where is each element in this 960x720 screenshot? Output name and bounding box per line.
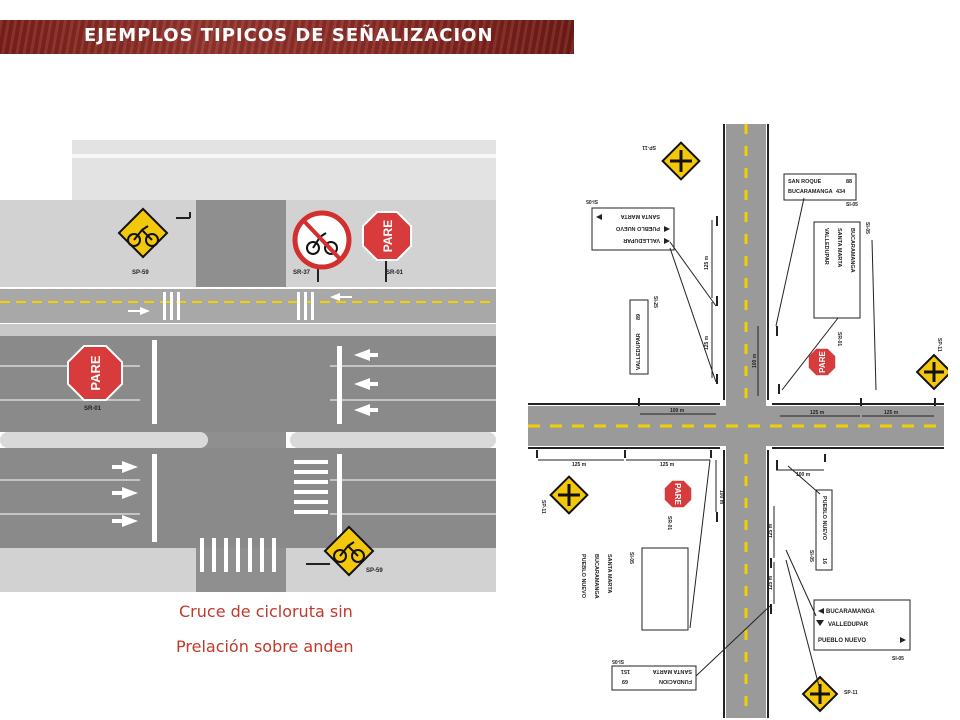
destination-panel: VALLEDUPAR 89 [629,299,649,375]
intersection-warning-sign [549,475,589,515]
destination-panel: VALLEDUPAR SANTA MARTA BUCARAMANGA [813,221,861,319]
distance-label: 125 m [768,523,774,538]
distance-label: 125 m [704,335,710,350]
distance-label: 100 m [752,353,758,368]
sign-code-label: SI-05 [892,656,904,662]
sign-code-label: SI-05 [612,658,624,664]
caption-line-2: Prelación sobre anden [176,637,354,656]
sign-code-label: SR-01 [836,332,842,346]
panel-text: PUEBLO NUEVO [615,225,660,231]
panel-text: 88 [846,179,852,185]
destination-panel: PUEBLO NUEVO BUCARAMANGA SANTA MARTA [580,547,689,631]
destination-panel: FUNDACION 69 SANTA MARTA 151 [611,665,697,691]
distance-label: 100 m [718,490,724,505]
stop-sign-text: PARE [381,220,395,252]
distance-label: 125 m [768,575,774,590]
distance-label: 125 m [810,410,825,416]
panel-text: BUCARAMANGA [849,228,855,273]
intersection-warning-sign [915,353,948,391]
sign-code-label: SI-05 [808,550,814,562]
stop-sign: PARE [362,211,412,261]
panel-text: 151 [621,668,630,674]
sign-code-label: SI-05 [628,552,634,564]
panel-text: BUCARAMANGA [593,554,599,599]
panel-text: PUEBLO NUEVO [818,638,866,644]
sign-code-label: SP-11 [540,500,546,514]
stop-sign-text: PARE [673,483,682,505]
distance-label: 100 m [670,408,685,414]
distance-label: 100 m [796,472,811,478]
panel-text: VALLEDUPAR [623,237,660,243]
sign-code-label: SI-05 [586,198,598,204]
panel-text: FUNDACION [659,678,692,684]
panel-text: 69 [622,678,628,684]
page-title: EJEMPLOS TIPICOS DE SEÑALIZACION [84,25,494,46]
panel-text: 434 [836,189,846,195]
sign-code-label: SP-11 [642,144,656,150]
distance-label: 125 m [572,462,587,468]
bike-warning-sign [117,207,169,259]
panel-text: SANTA MARTA [836,228,842,267]
sign-code-label: SR-37 [293,270,311,276]
sign-code-label: SI-05 [864,222,870,234]
sign-code-label: SI-25 [652,296,658,308]
no-bicycles-sign [292,210,352,270]
panel-text: 16 [821,558,827,564]
sign-code-label: SR-01 [386,270,404,276]
sign-code-label: SI-05 [846,202,858,208]
sign-code-label: SR-01 [666,516,672,530]
panel-text: SANTA MARTA [653,668,692,674]
distance-label: 125 m [660,462,675,468]
header-banner: EJEMPLOS TIPICOS DE SEÑALIZACION [0,20,574,54]
panel-text: SANTA MARTA [621,213,660,219]
sign-code-label: SR-01 [84,406,102,412]
sign-code-label: SP-11 [844,690,858,696]
destination-panel: VALLEDUPAR PUEBLO NUEVO SANTA MARTA [591,207,675,251]
panel-text: PUEBLO NUEVO [580,554,586,599]
panel-text: PUEBLO NUEVO [821,496,827,541]
distance-label: 125 m [704,255,710,270]
stop-sign: PARE [807,347,837,377]
destination-panel: PUEBLO NUEVO 16 [815,489,833,571]
stop-sign-text: PARE [88,355,103,390]
panel-text: VALLEDUPAR [828,622,869,628]
panel-text: SAN ROQUE [788,179,822,185]
destination-panel: BUCARAMANGA VALLEDUPAR PUEBLO NUEVO [813,599,911,651]
intersection-signage-diagram: SP-11 SP-11 SP-11 SP-11 PARE SR-01 PARE … [528,124,948,718]
stop-sign: PARE [67,345,123,401]
distance-label: 125 m [884,410,899,416]
panel-text: BUCARAMANGA [826,609,875,615]
sign-code-label: SP-59 [366,568,383,574]
bike-warning-sign [323,525,375,577]
bike-crossing-diagram: SP-59 SR-37 PARE SR-01 PARE SR-01 SP-59 [0,140,496,592]
stop-sign: PARE [663,479,693,509]
panel-text: VALLEDUPAR [636,333,642,370]
sign-code-label: SP-11 [936,338,942,352]
panel-text: VALLEDUPAR [823,228,829,265]
caption-line-1: Cruce de cicloruta sin [179,602,353,621]
panel-text: SANTA MARTA [606,554,612,593]
sign-code-label: SP-59 [132,270,149,276]
intersection-warning-sign [661,141,701,181]
intersection-warning-sign [801,675,839,713]
destination-panel: SAN ROQUE 88 BUCARAMANGA 434 [783,173,857,201]
panel-text: BUCARAMANGA [788,189,833,195]
panel-text: 89 [636,314,642,320]
stop-sign-text: PARE [818,351,827,373]
